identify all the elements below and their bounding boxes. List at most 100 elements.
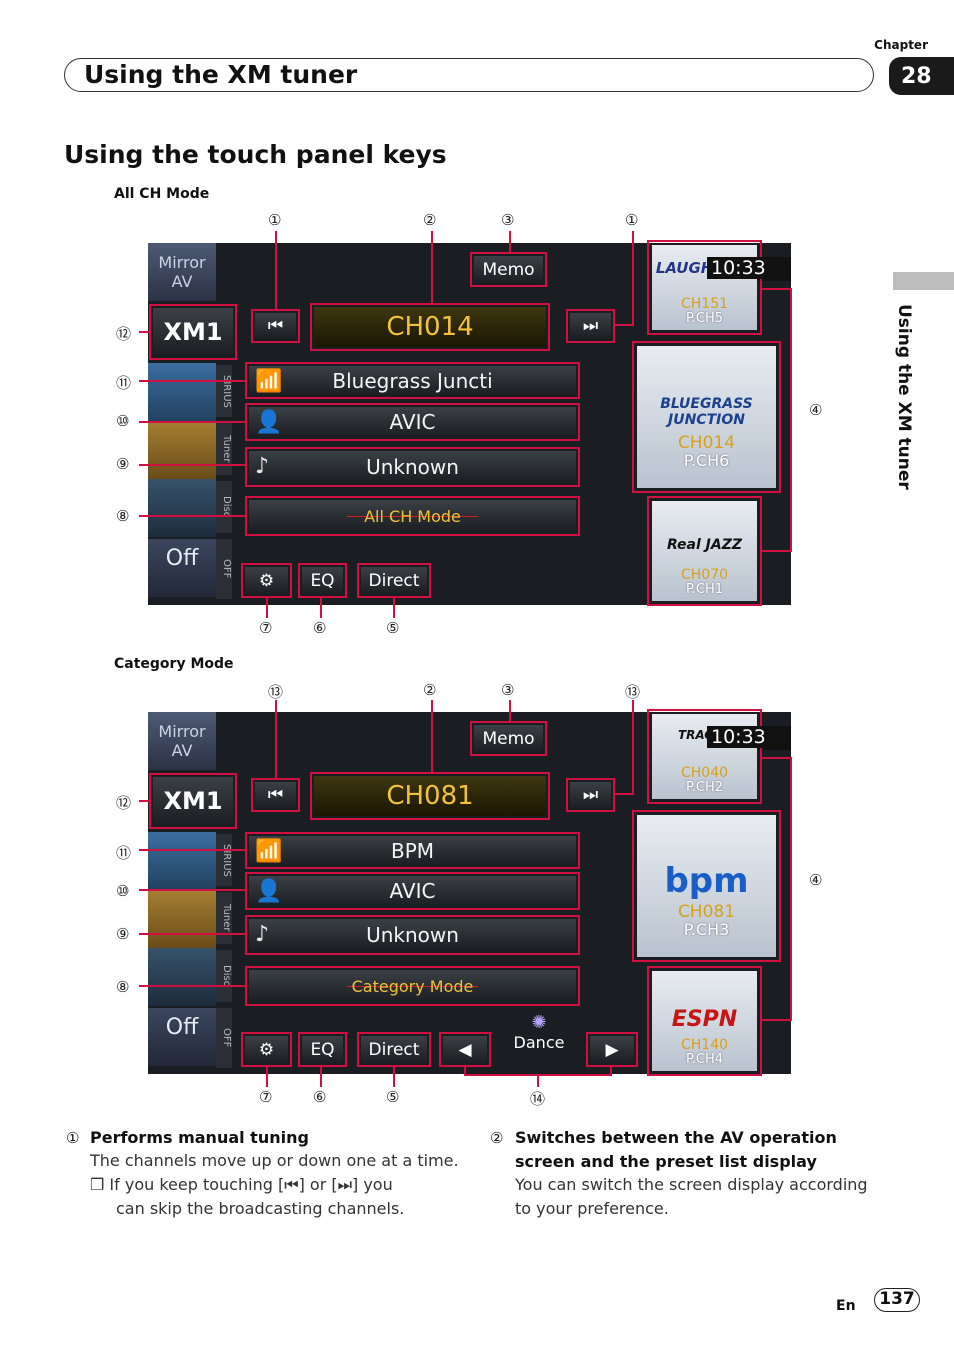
source-xm-button[interactable]: XM1	[149, 304, 237, 360]
channel-label: CH014	[314, 307, 546, 347]
prev-category-button[interactable]: ⏮	[251, 778, 300, 812]
preset-number: P.CH5	[685, 311, 724, 326]
direct-button[interactable]: Direct	[357, 563, 431, 598]
bracket-line	[762, 550, 792, 552]
settings-button[interactable]: ⚙	[241, 563, 292, 598]
artist-bar[interactable]: 👤AVIC	[245, 403, 580, 441]
memo-button[interactable]: Memo	[470, 721, 547, 756]
tuner-icon[interactable]	[148, 421, 216, 479]
xm-logo: XM1	[153, 777, 233, 825]
callout-left: ⑧	[116, 507, 130, 525]
category-label: Dance	[513, 1033, 565, 1052]
bracket-line	[790, 757, 792, 1021]
direct-button[interactable]: Direct	[357, 1032, 431, 1067]
station-logo: BLUEGRASS JUNCTION	[660, 396, 753, 428]
artist-name: AVIC	[389, 410, 436, 434]
leader-line	[537, 1074, 539, 1087]
leader-line	[139, 380, 247, 382]
music-note-icon: ♪	[255, 922, 270, 947]
chapter-label: Chapter	[874, 38, 928, 52]
preset-channel: CH040	[680, 765, 729, 781]
channel-display-button[interactable]: CH081	[310, 772, 550, 820]
direct-label: Direct	[361, 567, 427, 594]
callout-top: ②	[423, 681, 437, 699]
mirror-av-icon[interactable]: Mirror AV	[148, 243, 216, 301]
next-channel-button[interactable]: ⏭	[566, 309, 615, 343]
vtab-sirius[interactable]: SIRIUS	[216, 834, 232, 886]
bracket-line	[762, 757, 792, 759]
off-icon[interactable]: Off	[148, 539, 216, 597]
leader-line	[266, 1067, 268, 1087]
tuner-icon[interactable]	[148, 890, 216, 948]
mode-button[interactable]: Category Mode	[245, 966, 580, 1006]
item-note: can skip the broadcasting channels.	[116, 1199, 405, 1218]
preset-number: P.CH3	[683, 920, 730, 939]
callout-bottom: ⑭	[530, 1090, 546, 1108]
vtab-tuner[interactable]: Tuner	[216, 423, 232, 475]
channel-display-button[interactable]: CH014	[310, 303, 550, 351]
station-name: BPM	[390, 838, 435, 863]
next-icon: ⏭	[570, 313, 611, 339]
disc-icon[interactable]	[148, 948, 216, 1006]
sirius-icon[interactable]	[148, 832, 216, 890]
music-note-icon: ♪	[255, 454, 270, 479]
leader-line	[509, 700, 511, 721]
mirror-av-icon[interactable]: Mirror AV	[148, 712, 216, 770]
item-title: Performs manual tuning	[90, 1128, 309, 1147]
song-bar[interactable]: ♪Unknown	[245, 915, 580, 955]
direct-label: Direct	[361, 1036, 427, 1063]
vtab-tuner[interactable]: Tuner	[216, 892, 232, 944]
clock: 10:33	[707, 257, 770, 279]
leader-line	[275, 700, 277, 778]
callout-bottom: ⑥	[313, 1088, 327, 1106]
leader-line	[320, 598, 322, 618]
callout-top: ⑬	[625, 683, 641, 701]
item-note: ❒ If you keep touching [⏮] or [⏭] you	[90, 1175, 393, 1194]
memo-button[interactable]: Memo	[470, 252, 547, 287]
callout-bottom: ⑤	[386, 1088, 400, 1106]
vtab-sirius[interactable]: SIRIUS	[216, 365, 232, 417]
header-title: Using the XM tuner	[84, 60, 358, 89]
vtab-disc[interactable]: Disc	[216, 950, 232, 1002]
screen-caption: All CH Mode	[114, 186, 210, 202]
station-name-bar[interactable]: 📶 BPM	[245, 832, 580, 869]
song-bar[interactable]: ♪Unknown	[245, 447, 580, 487]
disc-icon[interactable]	[148, 479, 216, 537]
sirius-icon[interactable]	[148, 363, 216, 421]
leader-line	[393, 598, 395, 618]
artist-bar[interactable]: 👤AVIC	[245, 872, 580, 910]
gear-icon: ⚙	[245, 1036, 288, 1063]
eq-button[interactable]: EQ	[298, 563, 347, 598]
waveform-decoration	[347, 986, 478, 987]
vtab-disc[interactable]: Disc	[216, 481, 232, 533]
next-category-button[interactable]: ⏭	[566, 778, 615, 812]
bracket-line	[610, 1067, 612, 1076]
callout-top: ③	[501, 681, 515, 699]
callout-left: ⑫	[116, 325, 132, 343]
category-prev-button[interactable]: ◀	[439, 1032, 491, 1067]
station-name-bar[interactable]: 📶Bluegrass Juncti	[245, 362, 580, 399]
callout-left: ⑨	[116, 925, 130, 943]
settings-button[interactable]: ⚙	[241, 1032, 292, 1067]
leader-line	[266, 598, 268, 618]
source-xm-button[interactable]: XM1	[149, 773, 237, 829]
off-icon[interactable]: Off	[148, 1008, 216, 1066]
preset-number: P.CH1	[685, 582, 724, 597]
item-title: Switches between the AV operation	[515, 1128, 837, 1147]
leader-line	[431, 700, 433, 772]
eq-button[interactable]: EQ	[298, 1032, 347, 1067]
vtab-off[interactable]: OFF	[216, 539, 232, 599]
item-text: The channels move up or down one at a ti…	[90, 1151, 459, 1170]
category-next-button[interactable]: ▶	[586, 1032, 638, 1067]
signal-icon: 📶	[255, 839, 283, 864]
mode-button[interactable]: All CH Mode	[245, 496, 580, 536]
side-tab: Using the XM tuner	[884, 304, 924, 524]
vtab-off[interactable]: OFF	[216, 1008, 232, 1068]
prev-channel-button[interactable]: ⏮	[251, 309, 300, 343]
